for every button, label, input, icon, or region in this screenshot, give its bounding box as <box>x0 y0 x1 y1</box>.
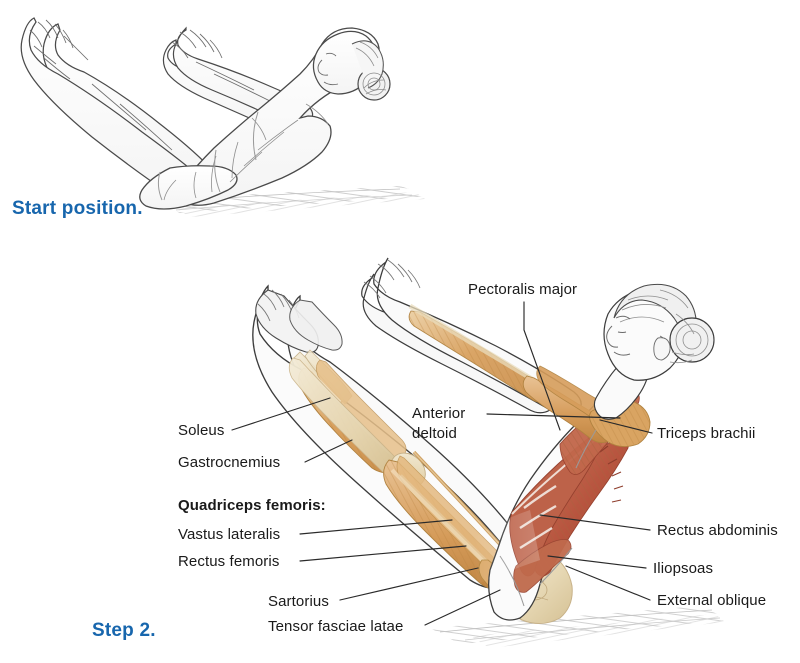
label-tensor-fasciae-latae: Tensor fasciae latae <box>268 618 404 635</box>
leader-triceps-brachii <box>599 419 653 434</box>
step2-head <box>593 283 715 420</box>
leader-external-oblique <box>565 565 651 601</box>
leader-soleus <box>231 397 331 431</box>
label-anterior-deltoid-line1: Anterior <box>412 405 466 422</box>
leader-sartorius <box>339 567 479 601</box>
label-pectoralis-major: Pectoralis major <box>468 281 578 298</box>
step2-forearm-muscles <box>408 303 550 403</box>
leader-gastrocnemius <box>304 439 353 463</box>
leader-rectus-abdominis <box>539 514 651 531</box>
ground-shadow-bottom <box>430 606 730 648</box>
leader-pectoralis-major <box>523 301 561 431</box>
label-quadriceps-femoris-heading: Quadriceps femoris: <box>178 497 326 514</box>
label-rectus-abdominis: Rectus abdominis <box>657 522 778 539</box>
leader-lines <box>231 301 653 626</box>
oblique-serrations <box>599 445 624 503</box>
leader-iliopsoas <box>547 555 647 569</box>
label-gastrocnemius: Gastrocnemius <box>178 454 281 471</box>
caption-step-2: Step 2. <box>92 620 156 641</box>
leader-rectus-femoris <box>299 545 467 562</box>
label-vastus-lateralis: Vastus lateralis <box>178 526 281 543</box>
label-soleus: Soleus <box>178 422 225 439</box>
hair-strands <box>619 289 709 364</box>
figure-step-2 <box>252 257 730 648</box>
start-head <box>312 30 391 101</box>
step2-iliopsoas <box>513 539 572 593</box>
label-iliopsoas: Iliopsoas <box>653 560 714 577</box>
leader-vastus-lateralis <box>299 519 453 535</box>
fingers-detail <box>363 259 421 299</box>
cutaway-fade <box>470 510 540 584</box>
label-sartorius: Sartorius <box>268 593 329 610</box>
label-rectus-femoris: Rectus femoris <box>178 553 280 570</box>
label-external-oblique: External oblique <box>657 592 767 609</box>
leader-tensor-fasciae-latae <box>424 589 501 626</box>
label-triceps-brachii: Triceps brachii <box>657 425 756 442</box>
start-hands-detail <box>171 29 273 103</box>
leader-anterior-deltoid <box>486 413 621 419</box>
start-leotard <box>157 111 259 201</box>
label-anterior-deltoid-line2: deltoid <box>412 425 457 442</box>
caption-start-position: Start position. <box>12 198 143 219</box>
start-feet-detail <box>29 19 173 151</box>
start-shading <box>163 103 329 201</box>
figure-start-position <box>20 17 430 217</box>
